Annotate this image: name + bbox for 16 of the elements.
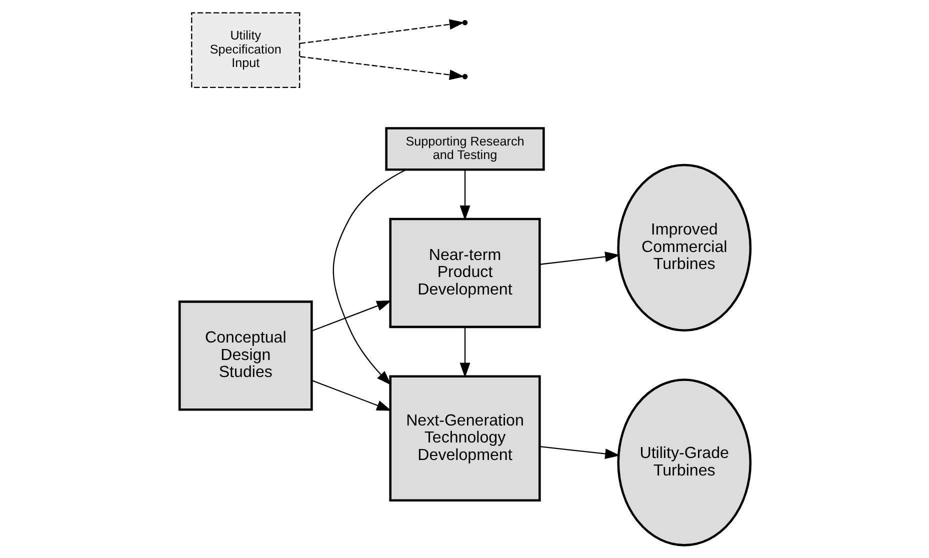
node-box: Supporting Research and Testing (384, 127, 544, 171)
arrow (539, 446, 620, 460)
arrow (311, 380, 392, 411)
node-ellipse: Utility-Grade Turbines (616, 378, 752, 546)
node-box: Near-term Product Development (388, 218, 540, 328)
node-ellipse: Improved Commercial Turbines (616, 164, 752, 332)
node-box: Utility Specification Input (190, 12, 300, 88)
node-box: Next-Generation Technology Development (388, 375, 540, 502)
arrow (539, 252, 620, 265)
arrow (459, 170, 470, 220)
arrow (311, 300, 392, 332)
arrow (332, 169, 406, 386)
arrow (299, 56, 464, 80)
node-box: Conceptual Design Studies (178, 300, 312, 411)
arrow (299, 19, 464, 44)
arrow (459, 327, 470, 378)
